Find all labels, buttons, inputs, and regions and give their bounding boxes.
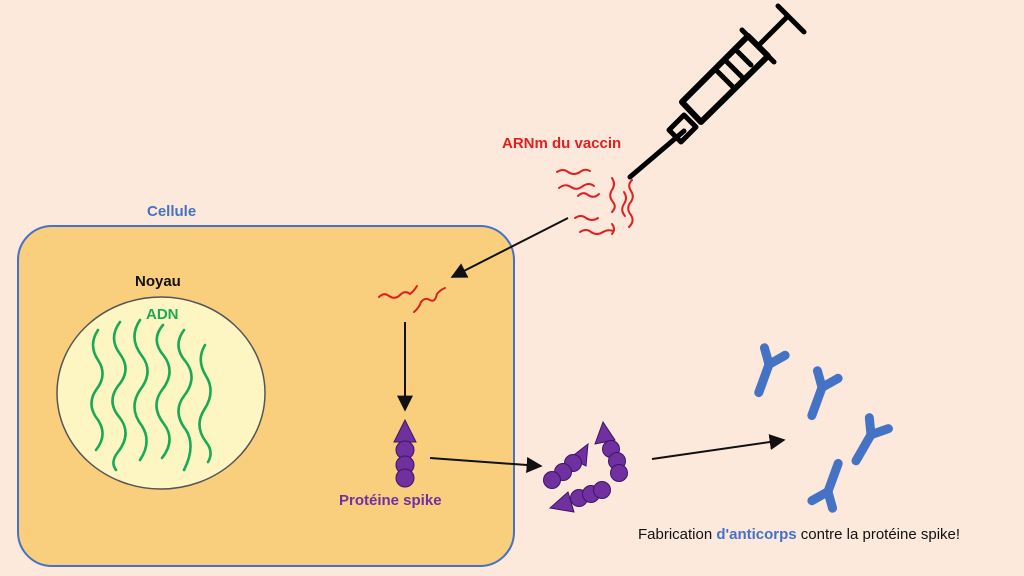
spike-protein-icon	[393, 418, 417, 488]
mrna-label: ARNm du vaccin	[502, 135, 622, 152]
spike-protein-label: Protéine spike	[339, 492, 442, 509]
syringe-icon	[627, 3, 807, 180]
antibody-caption: Fabrication d'anticorps contre la protéi…	[638, 526, 960, 543]
spike-protein-copy-1	[543, 442, 589, 489]
caption-text-end: contre la protéine spike!	[796, 526, 961, 543]
dna-label: ADN	[146, 306, 179, 323]
spike-protein-copy-2	[594, 420, 628, 482]
dna-strand-icon	[90, 318, 212, 472]
caption-text-start: Fabrication	[638, 526, 717, 543]
antibody-icon	[754, 343, 893, 513]
spike-protein-copy-3	[548, 481, 611, 513]
arrow-protein-out	[429, 456, 543, 473]
caption-highlight: d'anticorps	[716, 526, 797, 543]
cell-label: Cellule	[147, 203, 197, 220]
arrow-mrna-into-cell	[450, 217, 569, 278]
arrow-to-antibodies	[651, 434, 786, 460]
mrna-strand-icon	[556, 168, 634, 235]
mrna-in-cell	[378, 285, 446, 313]
nucleus-label: Noyau	[135, 273, 181, 290]
